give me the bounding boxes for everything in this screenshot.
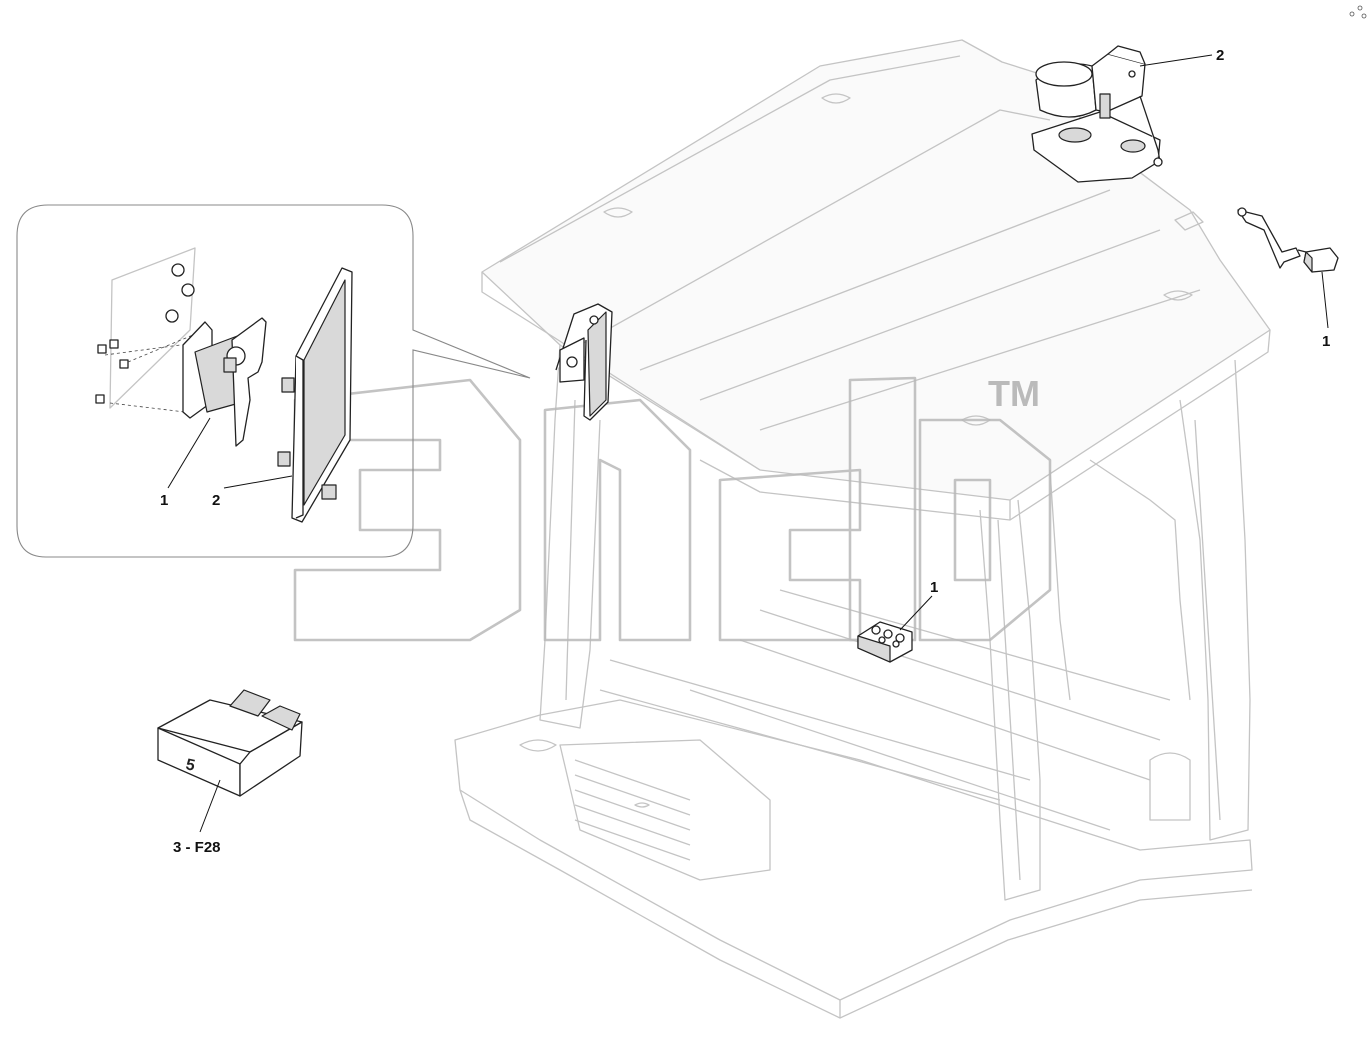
switch-assembly: [1237, 207, 1339, 273]
callout-switch: 1: [1322, 333, 1330, 350]
callout-detail-panel: 2: [212, 492, 220, 509]
center-module: [857, 621, 913, 663]
callout-detail-bracket: 1: [160, 492, 168, 509]
trademark-mark: TM: [988, 373, 1040, 414]
callout-center-module: 1: [930, 579, 938, 596]
cab-mounted-panel: [555, 303, 613, 421]
blade-fuse: 5: [157, 689, 303, 797]
fuse-rating-label: 5: [184, 756, 196, 774]
callout-fuse: 3 - F28: [173, 839, 221, 856]
watermark-logo: TM: [293, 373, 1052, 642]
corner-mark: [1349, 5, 1367, 19]
cab-outline: [454, 39, 1271, 1019]
callout-relay: 2: [1216, 47, 1224, 64]
panel-detail: [277, 267, 353, 523]
detail-inset: 1 2: [16, 204, 531, 558]
relay-assembly: [1031, 45, 1163, 183]
bracket-detail: [182, 317, 267, 447]
